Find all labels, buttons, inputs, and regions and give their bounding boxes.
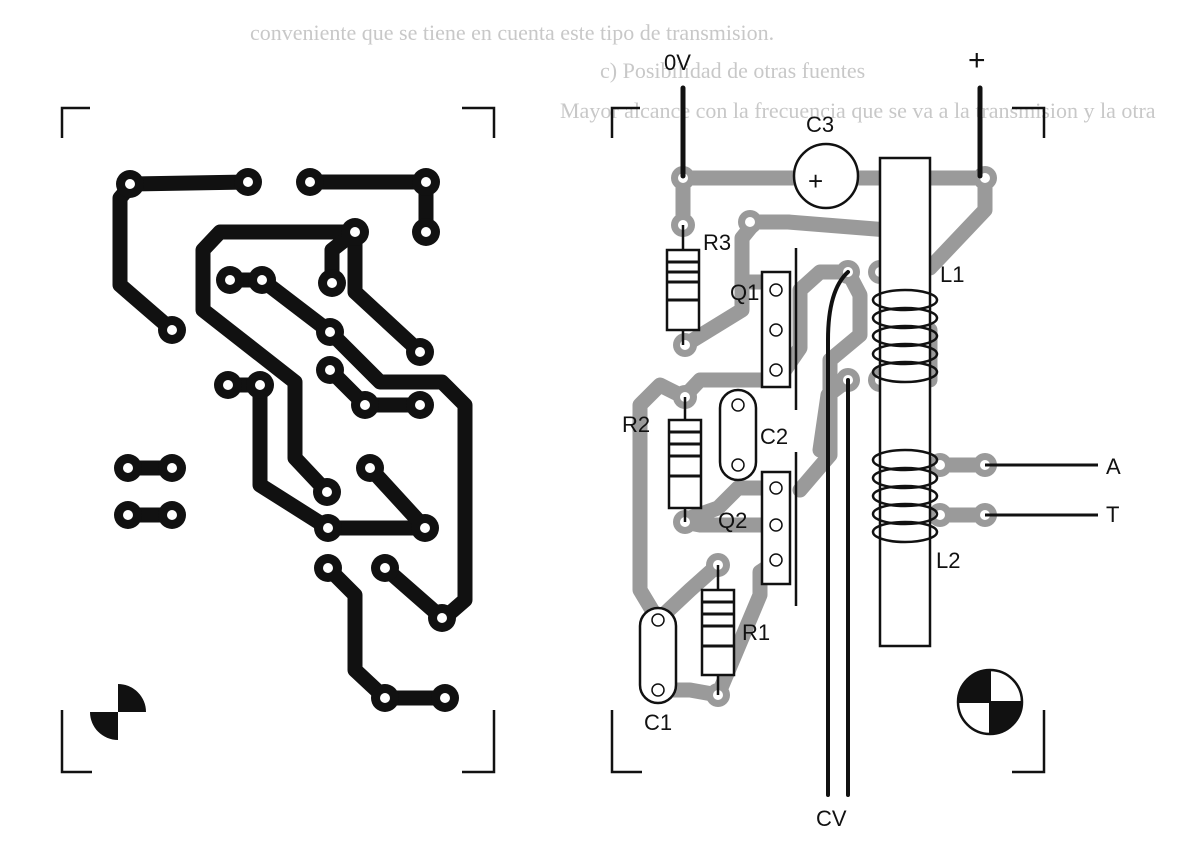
- resistor-r1: [700, 565, 736, 695]
- copper-traces: [112, 174, 473, 706]
- label-r3: R3: [703, 230, 731, 255]
- trace-side-panel: [60, 106, 496, 774]
- label-l2: L2: [936, 548, 960, 573]
- label-cv: CV: [816, 806, 847, 831]
- output-wires: [985, 463, 1098, 517]
- label-c3-plus: +: [808, 166, 823, 196]
- label-l1: L1: [940, 262, 964, 287]
- label-c2: C2: [760, 424, 788, 449]
- background-text-line: c) Posibilidad de otras fuentes: [600, 58, 865, 83]
- registration-mark-left-icon: [90, 684, 146, 740]
- corner-marks-left: [60, 106, 496, 774]
- pads: [114, 168, 459, 712]
- corner-marks-right: [610, 106, 1046, 774]
- component-labels: 0V + C3 + R3 Q1 L1 R2 C2 Q2 R1 C1 L2 A T…: [622, 44, 1121, 831]
- ferrite-coil-l1-l2: [871, 156, 939, 648]
- trimmer-cv-wires: [826, 270, 850, 797]
- background-text: conveniente que se tiene en cuenta este …: [250, 20, 1156, 123]
- label-r1: R1: [742, 620, 770, 645]
- label-plus: +: [968, 44, 986, 77]
- transistor-q2: [760, 452, 798, 606]
- background-text-line: conveniente que se tiene en cuenta este …: [250, 20, 774, 45]
- label-c3: C3: [806, 112, 834, 137]
- supply-wires: [680, 85, 983, 179]
- label-0v: 0V: [664, 50, 691, 75]
- capacitor-c2: [718, 388, 758, 482]
- resistor-r2: [667, 397, 703, 522]
- label-a: A: [1106, 454, 1121, 479]
- capacitor-c3: [792, 142, 860, 210]
- transistor-q1: [760, 248, 798, 410]
- label-t: T: [1106, 502, 1119, 527]
- label-r2: R2: [622, 412, 650, 437]
- background-text-line: Mayor alcance con la frecuencia que se v…: [560, 98, 1156, 123]
- resistor-r3: [665, 225, 701, 345]
- label-q2: Q2: [718, 508, 747, 533]
- capacitor-c1: [638, 606, 678, 705]
- label-c1: C1: [644, 710, 672, 735]
- label-q1: Q1: [730, 280, 759, 305]
- registration-mark-right-icon: [956, 668, 1024, 736]
- component-side-panel: 0V + C3 + R3 Q1 L1 R2 C2 Q2 R1 C1 L2 A T…: [610, 44, 1121, 831]
